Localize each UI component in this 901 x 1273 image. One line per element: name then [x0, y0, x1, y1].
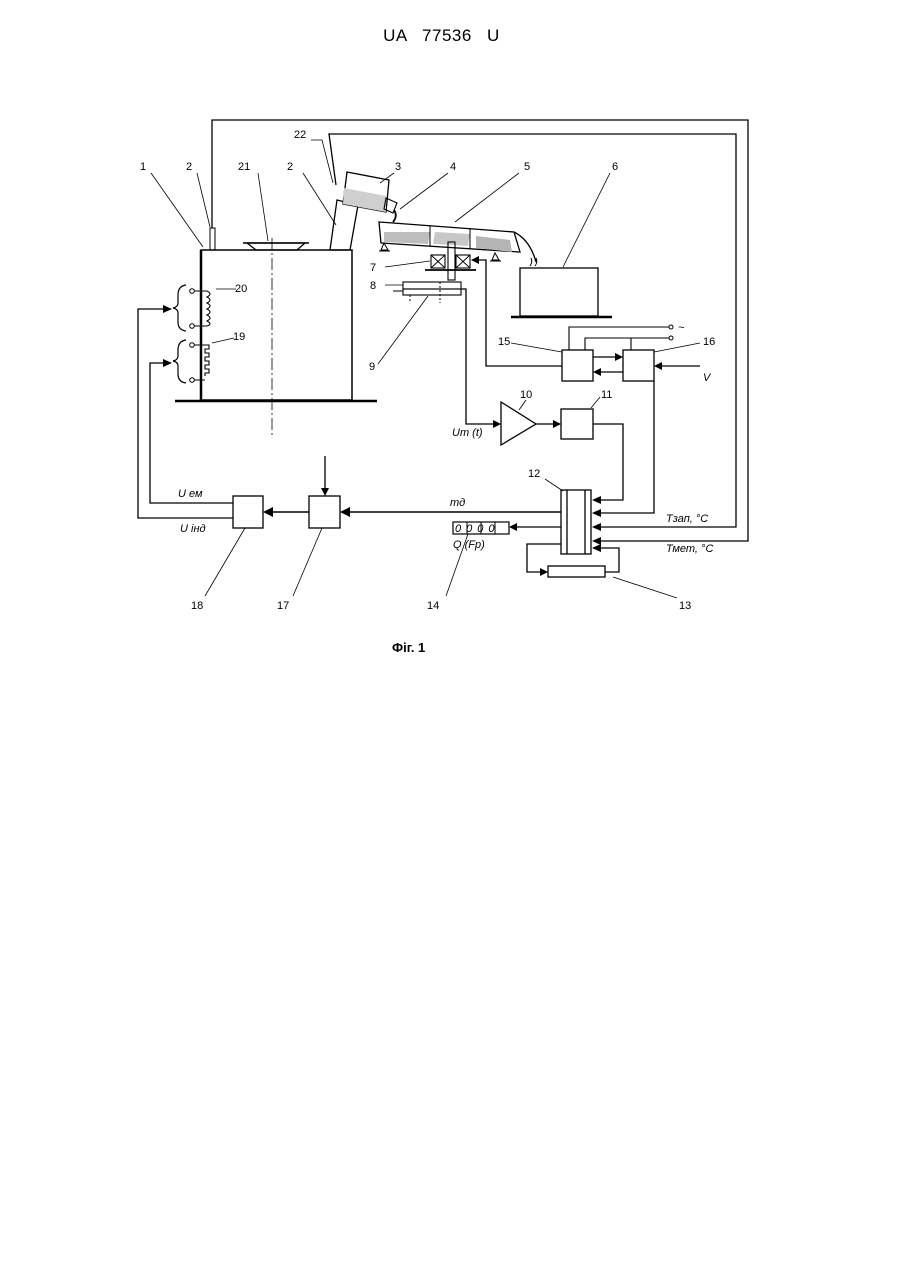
signal-phase: ~ — [678, 322, 685, 334]
signal-mass: mд — [450, 497, 465, 509]
furnace-lid — [247, 243, 305, 250]
label-4: 4 — [450, 161, 456, 173]
furnace-body — [201, 250, 352, 400]
trough-support-right — [492, 253, 499, 260]
label-2-left: 2 — [186, 161, 192, 173]
trough-support-left — [381, 243, 388, 250]
wire-thermocouple — [212, 120, 748, 541]
signal-q: Q (Fр) — [453, 539, 485, 551]
label-10: 10 — [520, 389, 532, 401]
amplifier-10 — [501, 402, 536, 445]
block-16 — [623, 350, 654, 381]
block-11 — [561, 409, 593, 439]
wire-sensor-amp — [461, 289, 494, 424]
wire-11-12 — [593, 424, 623, 500]
trough-outlet — [514, 232, 536, 262]
signal-v: V — [703, 372, 712, 384]
wire-12-13-out — [527, 544, 561, 572]
inductor-19-brace — [173, 340, 186, 383]
label-19: 19 — [233, 331, 245, 343]
lever-8 — [403, 282, 461, 289]
label-22: 22 — [294, 129, 306, 141]
label-21: 21 — [238, 161, 250, 173]
signal-t-zap: Тзап, °С — [666, 513, 708, 525]
block-17 — [309, 496, 340, 528]
signal-um: Um (t) — [452, 427, 483, 439]
signal-u-ind: U інд — [180, 523, 206, 535]
inductor-20-brace — [173, 285, 186, 331]
inductor-19-coil — [205, 345, 209, 376]
label-2-right: 2 — [287, 161, 293, 173]
mould-6 — [520, 268, 598, 316]
block-15 — [562, 350, 593, 381]
inductor-20-coil — [207, 291, 210, 326]
label-14: 14 — [427, 600, 439, 612]
controller-12 — [561, 490, 591, 554]
label-16: 16 — [703, 336, 715, 348]
spout-tube — [330, 200, 358, 250]
label-18: 18 — [191, 600, 203, 612]
display-value: 0000 — [455, 523, 499, 535]
label-5: 5 — [524, 161, 530, 173]
label-17: 17 — [277, 600, 289, 612]
figure-1-diagram: 1 2 21 2 22 3 4 5 6 7 8 9 10 11 12 13 14… — [0, 0, 901, 700]
thermocouple-probe — [210, 228, 215, 250]
label-13: 13 — [679, 600, 691, 612]
signal-u-em: U ем — [178, 488, 203, 500]
label-8: 8 — [370, 280, 376, 292]
label-7: 7 — [370, 262, 376, 274]
label-12: 12 — [528, 468, 540, 480]
label-9: 9 — [369, 361, 375, 373]
label-11: 11 — [601, 389, 612, 401]
wire-13-12-in — [601, 548, 619, 572]
block-18 — [233, 496, 263, 528]
label-3: 3 — [395, 161, 401, 173]
memory-13 — [548, 566, 605, 577]
label-1: 1 — [140, 161, 146, 173]
signal-t-met: Тмет, °С — [666, 543, 713, 555]
wire-18-inductor19 — [150, 363, 233, 503]
base-9 — [403, 289, 461, 295]
label-6: 6 — [612, 161, 618, 173]
label-20: 20 — [235, 283, 247, 295]
figure-caption: Фіг. 1 — [392, 640, 425, 655]
label-15: 15 — [498, 336, 510, 348]
